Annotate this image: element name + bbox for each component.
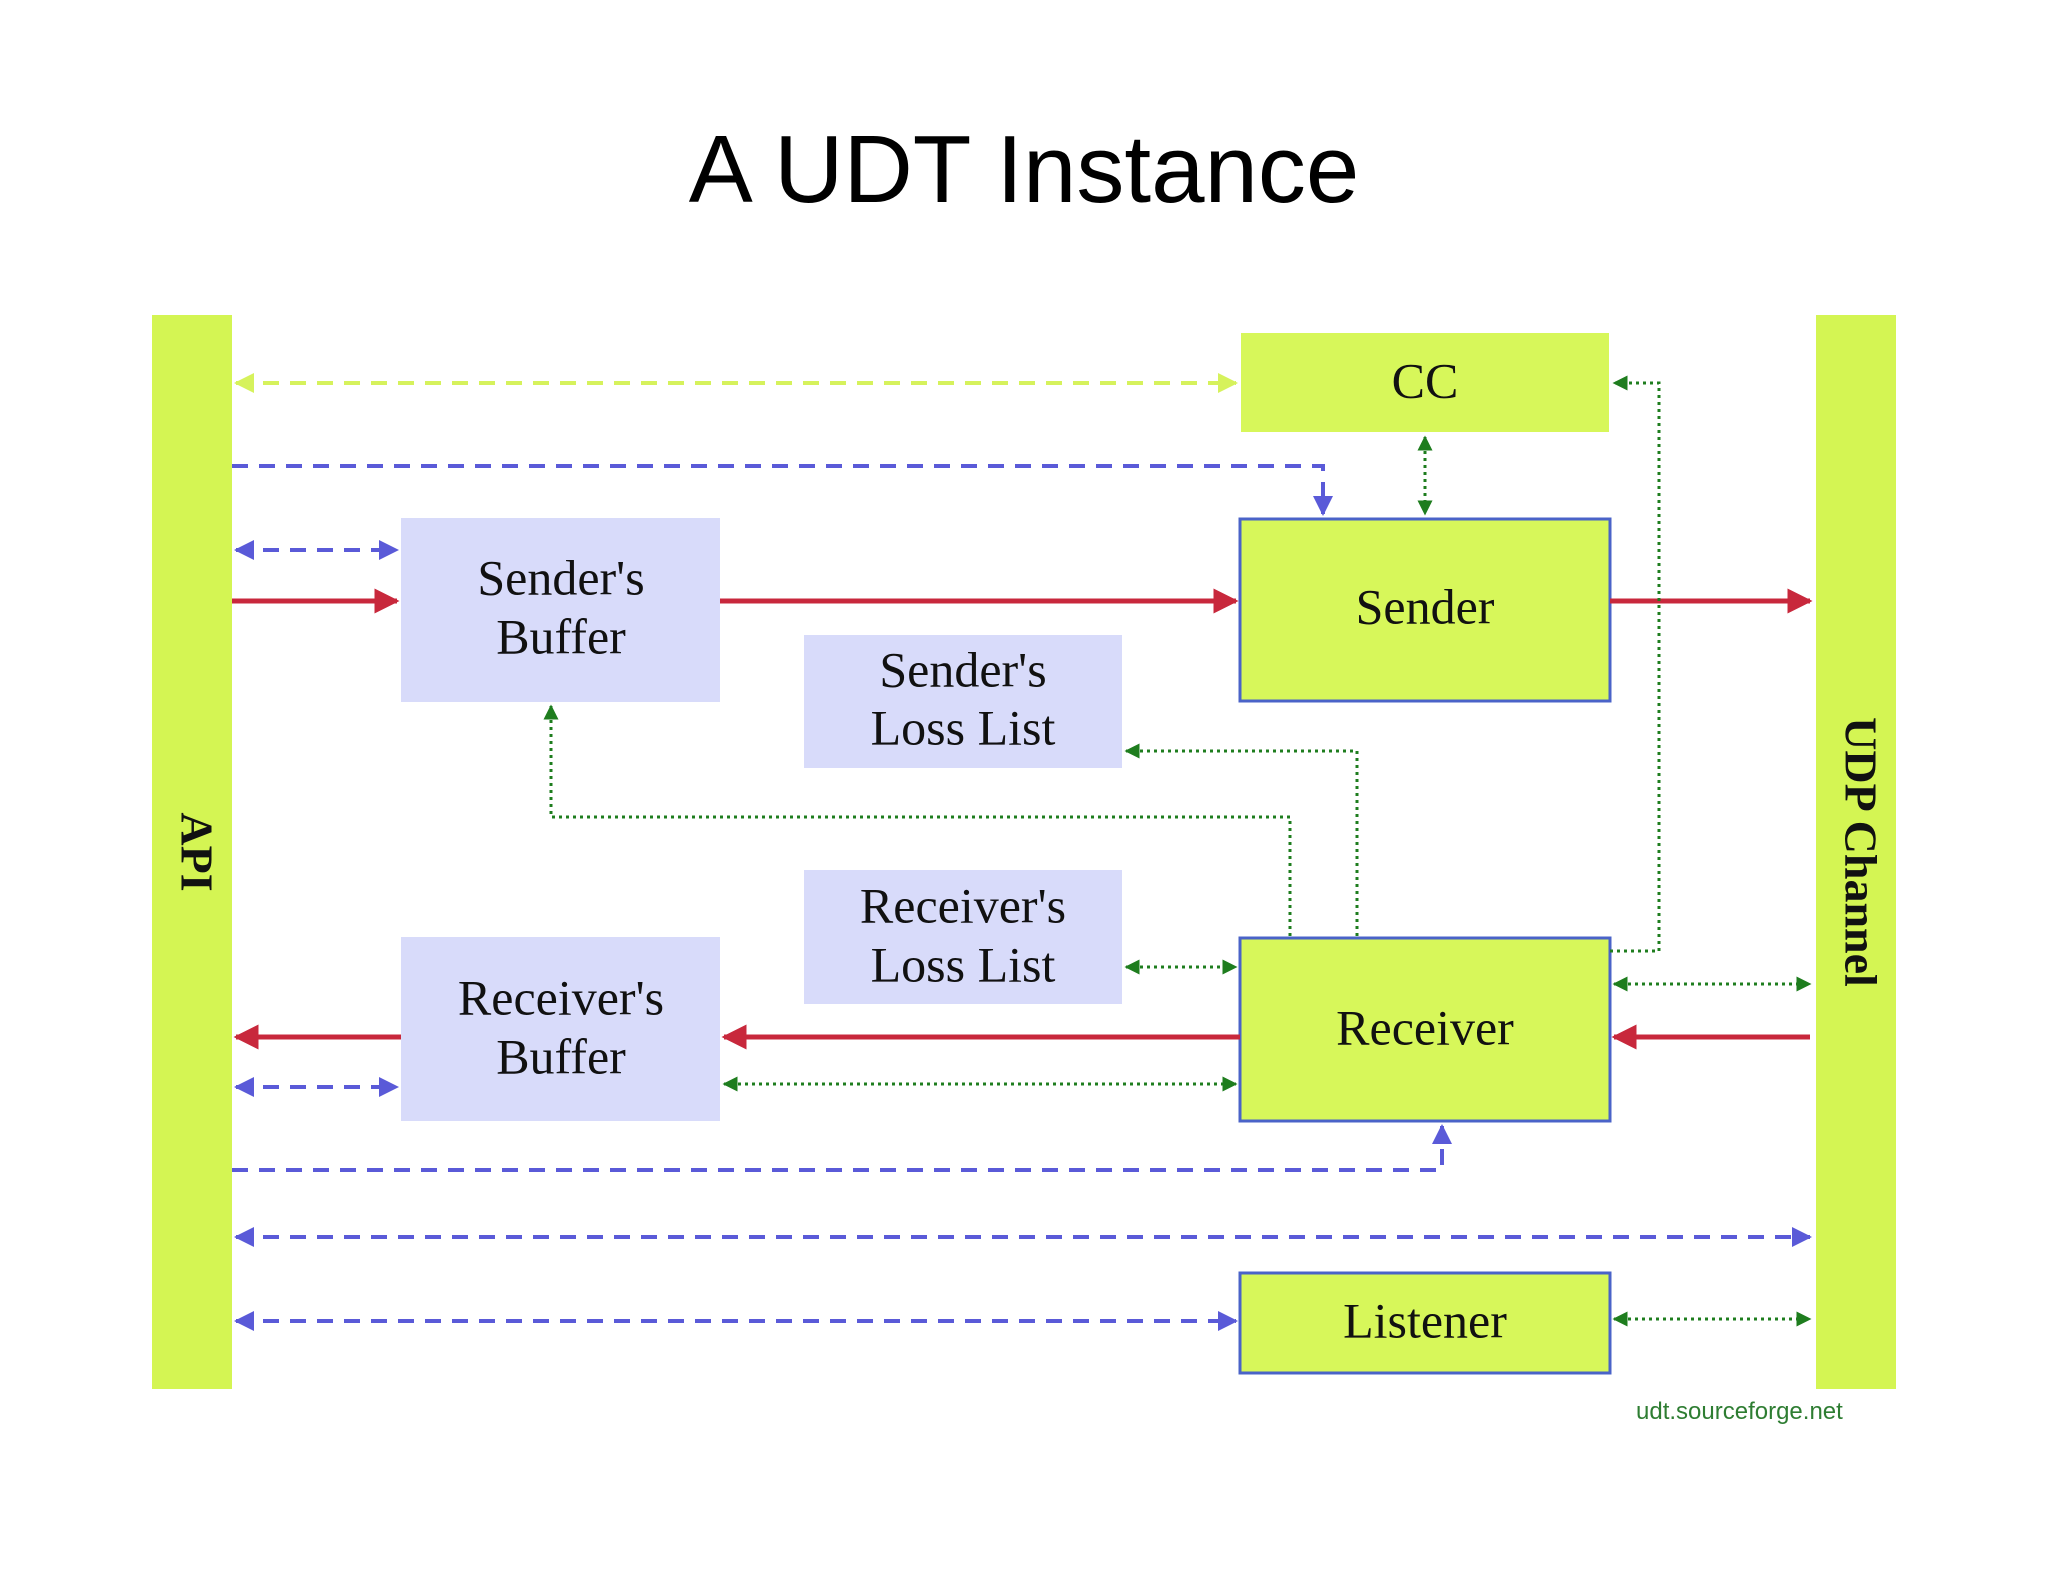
control-flow-arrows	[232, 464, 1812, 1331]
senders-loss-list-line-1: Sender's	[879, 641, 1046, 697]
receivers-loss-list-box	[804, 870, 1122, 1004]
receiver-label: Receiver	[1336, 999, 1514, 1055]
source-credit: udt.sourceforge.net	[1636, 1398, 1843, 1425]
receivers-buffer-line-1: Receiver's	[458, 969, 664, 1025]
receivers-buffer-line-2: Buffer	[496, 1028, 626, 1084]
receiver-to-senders-loss-list-arrow	[1124, 743, 1359, 936]
sender-label: Sender	[1356, 578, 1495, 634]
cc-label: CC	[1392, 352, 1459, 408]
sender-box	[1238, 517, 1612, 703]
senders-buffer-line-2: Buffer	[496, 608, 626, 664]
udp-channel-label: UDP Channel	[1835, 717, 1886, 987]
listener-label: Listener	[1343, 1292, 1507, 1348]
feedback-flow-arrows	[543, 375, 1812, 1327]
senders-buffer-box	[401, 518, 720, 702]
api-to-receiver-control-arrow	[232, 1124, 1452, 1172]
senders-loss-list-box	[804, 635, 1122, 768]
receivers-loss-list-line-2: Loss List	[871, 936, 1056, 992]
api-to-sender-control-arrow	[232, 464, 1333, 516]
data-flow-arrows	[232, 588, 1813, 1050]
api-rail	[152, 315, 232, 1389]
cc-box	[1241, 333, 1609, 432]
senders-buffer-line-1: Sender's	[477, 549, 644, 605]
receivers-buffer-box	[401, 937, 720, 1121]
udp-channel-rail	[1816, 315, 1896, 1389]
page-title: A UDT Instance	[688, 116, 1360, 223]
api-label: API	[171, 812, 222, 891]
receiver-to-cc-arrow	[1610, 375, 1661, 953]
receivers-loss-list-line-1: Receiver's	[860, 877, 1066, 933]
senders-loss-list-line-2: Loss List	[871, 699, 1056, 755]
receiver-box	[1238, 936, 1612, 1123]
listener-box	[1238, 1271, 1612, 1375]
